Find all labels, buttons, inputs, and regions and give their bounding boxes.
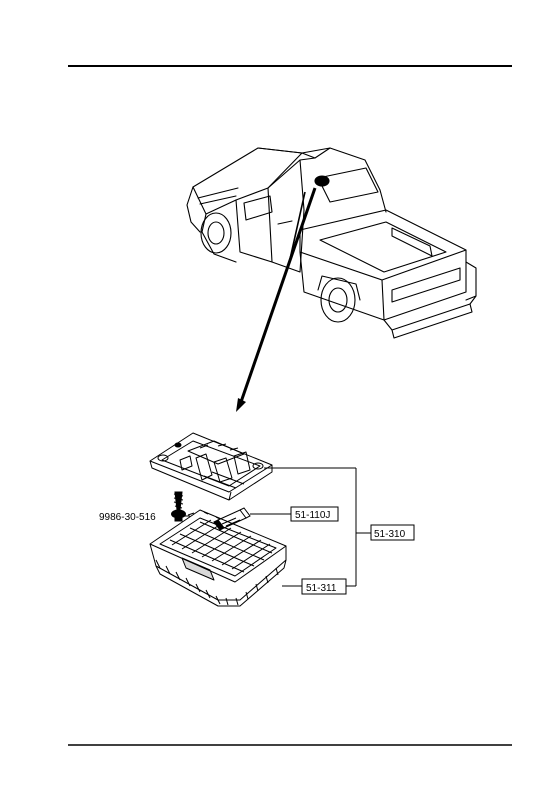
lens-cover-illustration <box>149 509 287 607</box>
dome-light-base-illustration <box>149 432 273 501</box>
label-bulb-part-number: 51-110J <box>295 510 330 521</box>
label-assembly-part-number: 51-310 <box>374 529 406 540</box>
callout-lines <box>182 467 371 587</box>
bolt-illustration <box>171 491 186 522</box>
label-box-bulb <box>290 506 339 522</box>
label-box-assembly <box>370 524 415 541</box>
detail-leader-arrow <box>239 187 317 403</box>
label-box-lens <box>301 578 347 595</box>
label-lens-part-number: 51-311 <box>306 583 337 594</box>
label-bolt-part-number: 9986-30-516 <box>99 512 156 523</box>
leader-arrowhead <box>236 398 246 412</box>
pickup-truck-illustration <box>186 147 477 339</box>
